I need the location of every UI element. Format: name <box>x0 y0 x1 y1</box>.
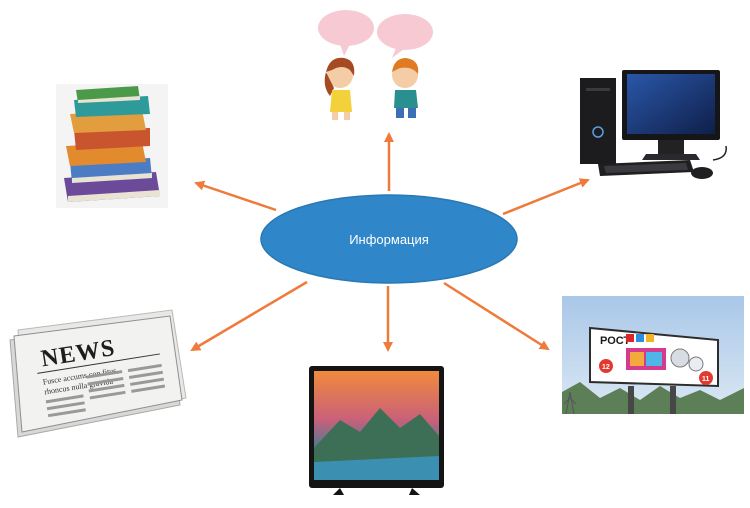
billboard-brand: РОСТ <box>600 335 630 347</box>
billboard-badge-2: 11 <box>702 376 710 383</box>
arrow-to-books <box>194 180 277 212</box>
center-ellipse <box>260 194 518 284</box>
arrow-to-billboard <box>443 281 550 351</box>
arrow-to-computer <box>502 178 590 216</box>
tv-icon <box>309 366 444 495</box>
billboard-badge-1: 12 <box>602 364 610 371</box>
children-talking-icon <box>318 10 433 120</box>
arrows <box>190 132 590 352</box>
arrow-to-newspaper <box>190 280 308 352</box>
books-icon <box>56 84 168 208</box>
newspaper-icon: NEWS Fusce accums con fitus, rhoncus nul… <box>9 309 187 438</box>
billboard-icon: РОСТ 12 11 <box>562 296 744 415</box>
center-label: Информация <box>349 231 429 247</box>
computer-icon <box>580 70 727 179</box>
